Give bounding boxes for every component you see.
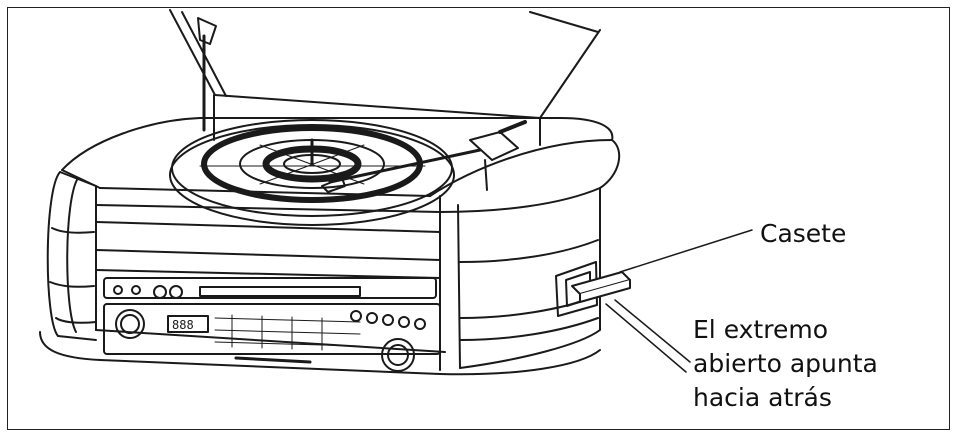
cabinet-left-side <box>46 171 97 337</box>
figure-frame <box>7 7 950 430</box>
open-end-orientation-label: El extremo abierto apunta hacia atrás <box>693 313 878 415</box>
lid-stay-arm <box>197 17 217 132</box>
cassette-tape <box>571 271 631 303</box>
cabinet-base <box>39 331 601 376</box>
dust-cover-lid <box>169 9 601 146</box>
tonearm <box>321 120 527 193</box>
cabinet-right-side <box>439 139 621 371</box>
cassette-label: Casete <box>760 219 847 248</box>
note-line-1: El extremo <box>693 315 828 344</box>
note-callout-line-2 <box>614 299 691 363</box>
svg-text:888: 888 <box>172 318 194 332</box>
note-callout-line <box>605 303 687 373</box>
turntable-platter <box>169 119 455 226</box>
note-line-3: hacia atrás <box>693 383 832 412</box>
cabinet-front <box>95 185 446 353</box>
note-line-2: abierto apunta <box>693 349 878 378</box>
cassette-callout-line <box>619 229 753 273</box>
control-panel: 888 <box>103 277 441 372</box>
